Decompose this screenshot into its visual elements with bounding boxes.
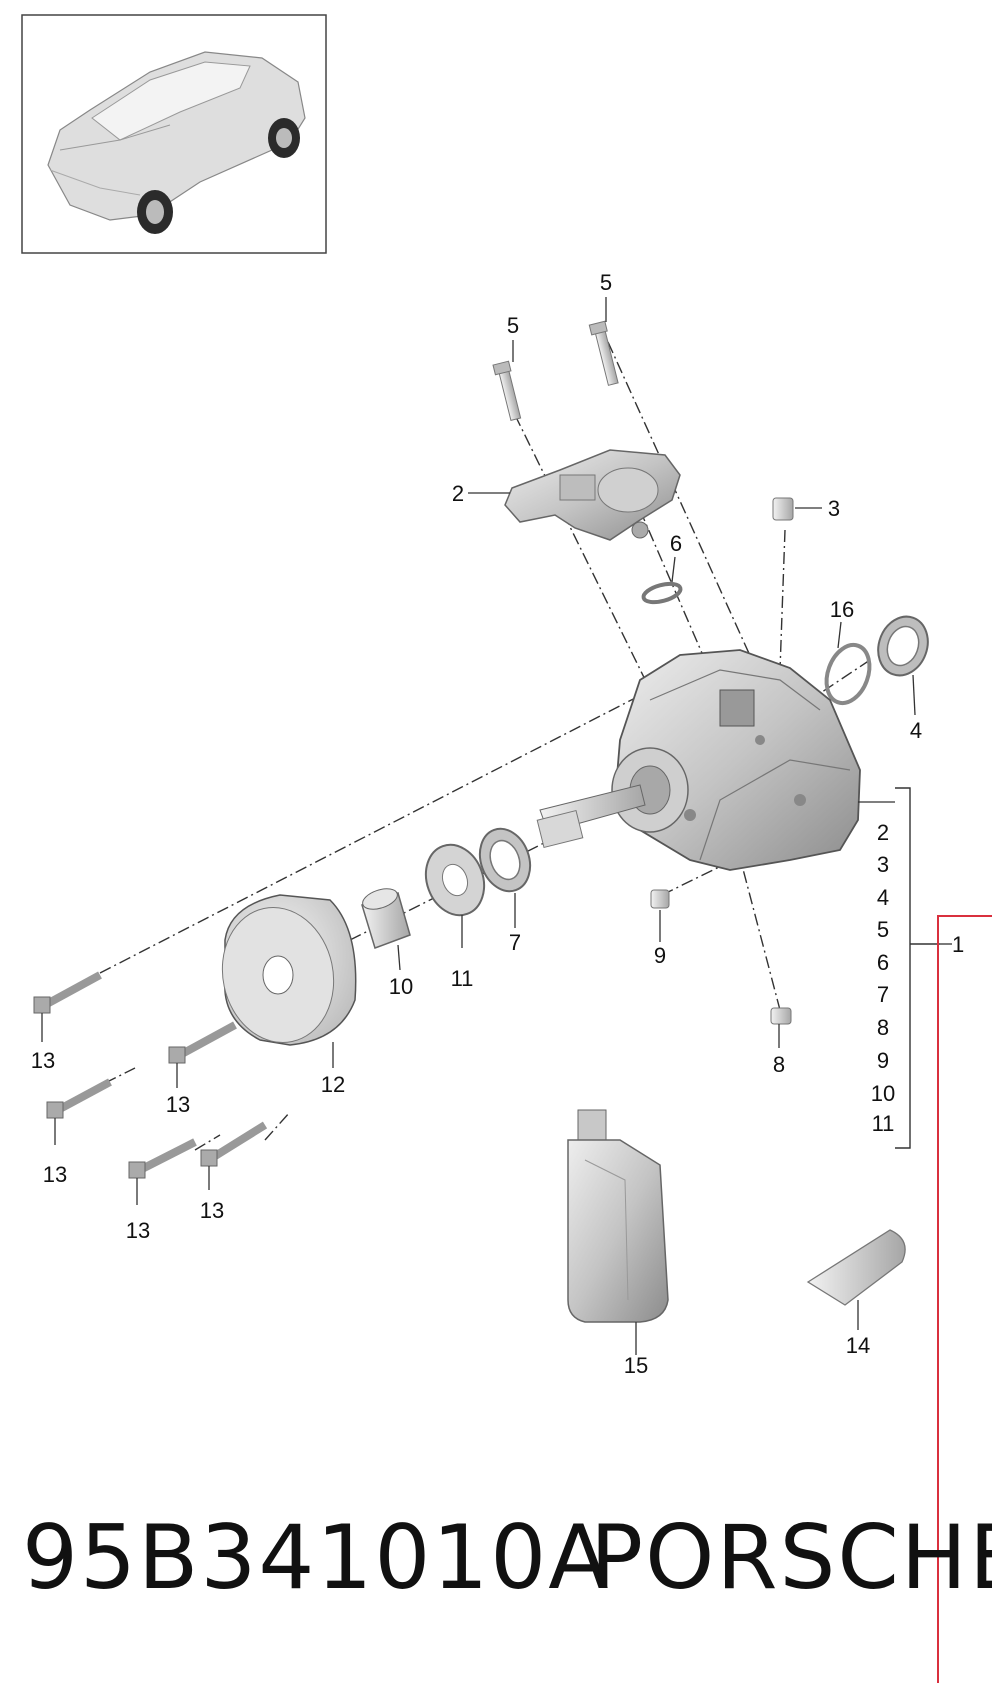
callout-5a: 5 (507, 313, 519, 338)
callout-2: 2 (452, 481, 464, 506)
legend-member-8: 8 (877, 1015, 889, 1040)
part-number-text: 95B341010A (22, 1506, 610, 1609)
callout-13d: 13 (126, 1218, 150, 1243)
part-7-seal (478, 827, 532, 893)
part-12-vibration-damper (221, 894, 357, 1046)
part-13-bolt-c (46, 1078, 112, 1119)
brand-text: PORSCHE (590, 1506, 992, 1609)
part-15-oil-bottle (567, 1109, 669, 1323)
callout-12: 12 (321, 1072, 345, 1097)
part-5-bolt-a (492, 360, 522, 421)
callout-6: 6 (670, 531, 682, 556)
callout-14: 14 (846, 1333, 870, 1358)
legend-member-3: 3 (877, 852, 889, 877)
part-6-oring (641, 581, 683, 605)
assembly-legend: 2 3 4 5 6 7 8 9 10 11 1 (871, 820, 964, 1136)
legend-member-2: 2 (877, 820, 889, 845)
callout-4: 4 (910, 718, 922, 743)
leader-lines (41, 297, 952, 1355)
callout-8: 8 (773, 1052, 785, 1077)
callout-5b: 5 (600, 270, 612, 295)
legend-member-10: 10 (871, 1081, 895, 1106)
callout-7: 7 (509, 930, 521, 955)
part-14-grease-tube (806, 1229, 906, 1306)
highlight-panel (937, 915, 992, 1683)
legend-member-7: 7 (877, 982, 889, 1007)
part-13-bolt-d (128, 1138, 197, 1179)
assembly-bracket (895, 787, 940, 1149)
car-illustration (47, 51, 306, 234)
part-16-ring (824, 642, 872, 706)
part-2-actuator (504, 449, 681, 541)
callout-13c: 13 (43, 1162, 67, 1187)
part-11-washer (424, 843, 486, 917)
legend-member-4: 4 (877, 885, 889, 910)
part-9-nut (650, 889, 670, 909)
part-13-bolt-b (168, 1021, 237, 1064)
part-8-plug (770, 1007, 792, 1025)
part-4-seal (877, 615, 929, 677)
legend-member-9: 9 (877, 1048, 889, 1073)
callout-10: 10 (389, 974, 413, 999)
legend-member-5: 5 (877, 917, 889, 942)
legend-member-6: 6 (877, 950, 889, 975)
callout-labels: 5 5 2 3 6 16 4 7 9 10 11 12 8 13 13 13 1… (31, 270, 922, 1378)
part-10-sleeve (361, 888, 411, 949)
callout-13b: 13 (166, 1092, 190, 1117)
legend-main-assembly: 1 (952, 932, 964, 957)
callout-13a: 13 (31, 1048, 55, 1073)
callout-15: 15 (624, 1353, 648, 1378)
part-13-bolt-e (200, 1121, 268, 1167)
callout-13e: 13 (200, 1198, 224, 1223)
part-5-bolt-b (588, 320, 619, 386)
part-3-plug (772, 497, 794, 521)
callout-16: 16 (830, 597, 854, 622)
callout-11: 11 (451, 966, 474, 991)
callout-9: 9 (654, 943, 666, 968)
part-1-transfer-case (536, 649, 861, 871)
callout-3: 3 (828, 496, 840, 521)
part-13-bolt-a (33, 971, 102, 1014)
vehicle-thumbnail (21, 14, 327, 254)
legend-member-11: 11 (872, 1111, 895, 1136)
